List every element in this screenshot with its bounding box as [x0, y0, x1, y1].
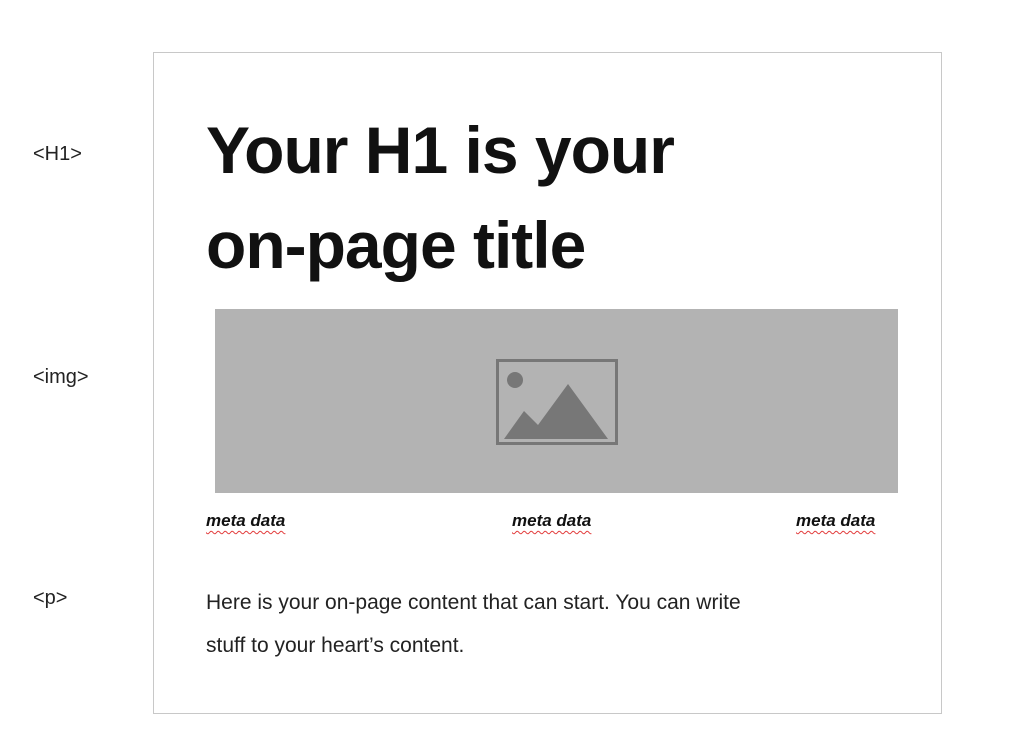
meta-data-label-2: meta data: [512, 511, 592, 530]
h1-label: <H1>: [33, 143, 82, 165]
page-title-line-2: on-page title: [206, 208, 586, 282]
body-paragraph: Here is your on-page content that can st…: [206, 581, 896, 667]
img-label: <img>: [33, 366, 89, 388]
meta-data-label-3: meta data: [796, 511, 876, 530]
image-placeholder: [215, 309, 898, 493]
page-title: Your H1 is your on-page title: [206, 103, 766, 293]
body-line-1: Here is your on-page content that can st…: [206, 591, 741, 614]
body-line-2: stuff to your heart’s content.: [206, 634, 465, 657]
image-icon: [496, 359, 618, 445]
meta-data-label-1: meta data: [206, 511, 286, 530]
page-title-line-1: Your H1 is your: [206, 113, 675, 187]
page-mockup-frame: Your H1 is your on-page title meta data …: [153, 52, 942, 714]
p-label: <p>: [33, 587, 68, 609]
